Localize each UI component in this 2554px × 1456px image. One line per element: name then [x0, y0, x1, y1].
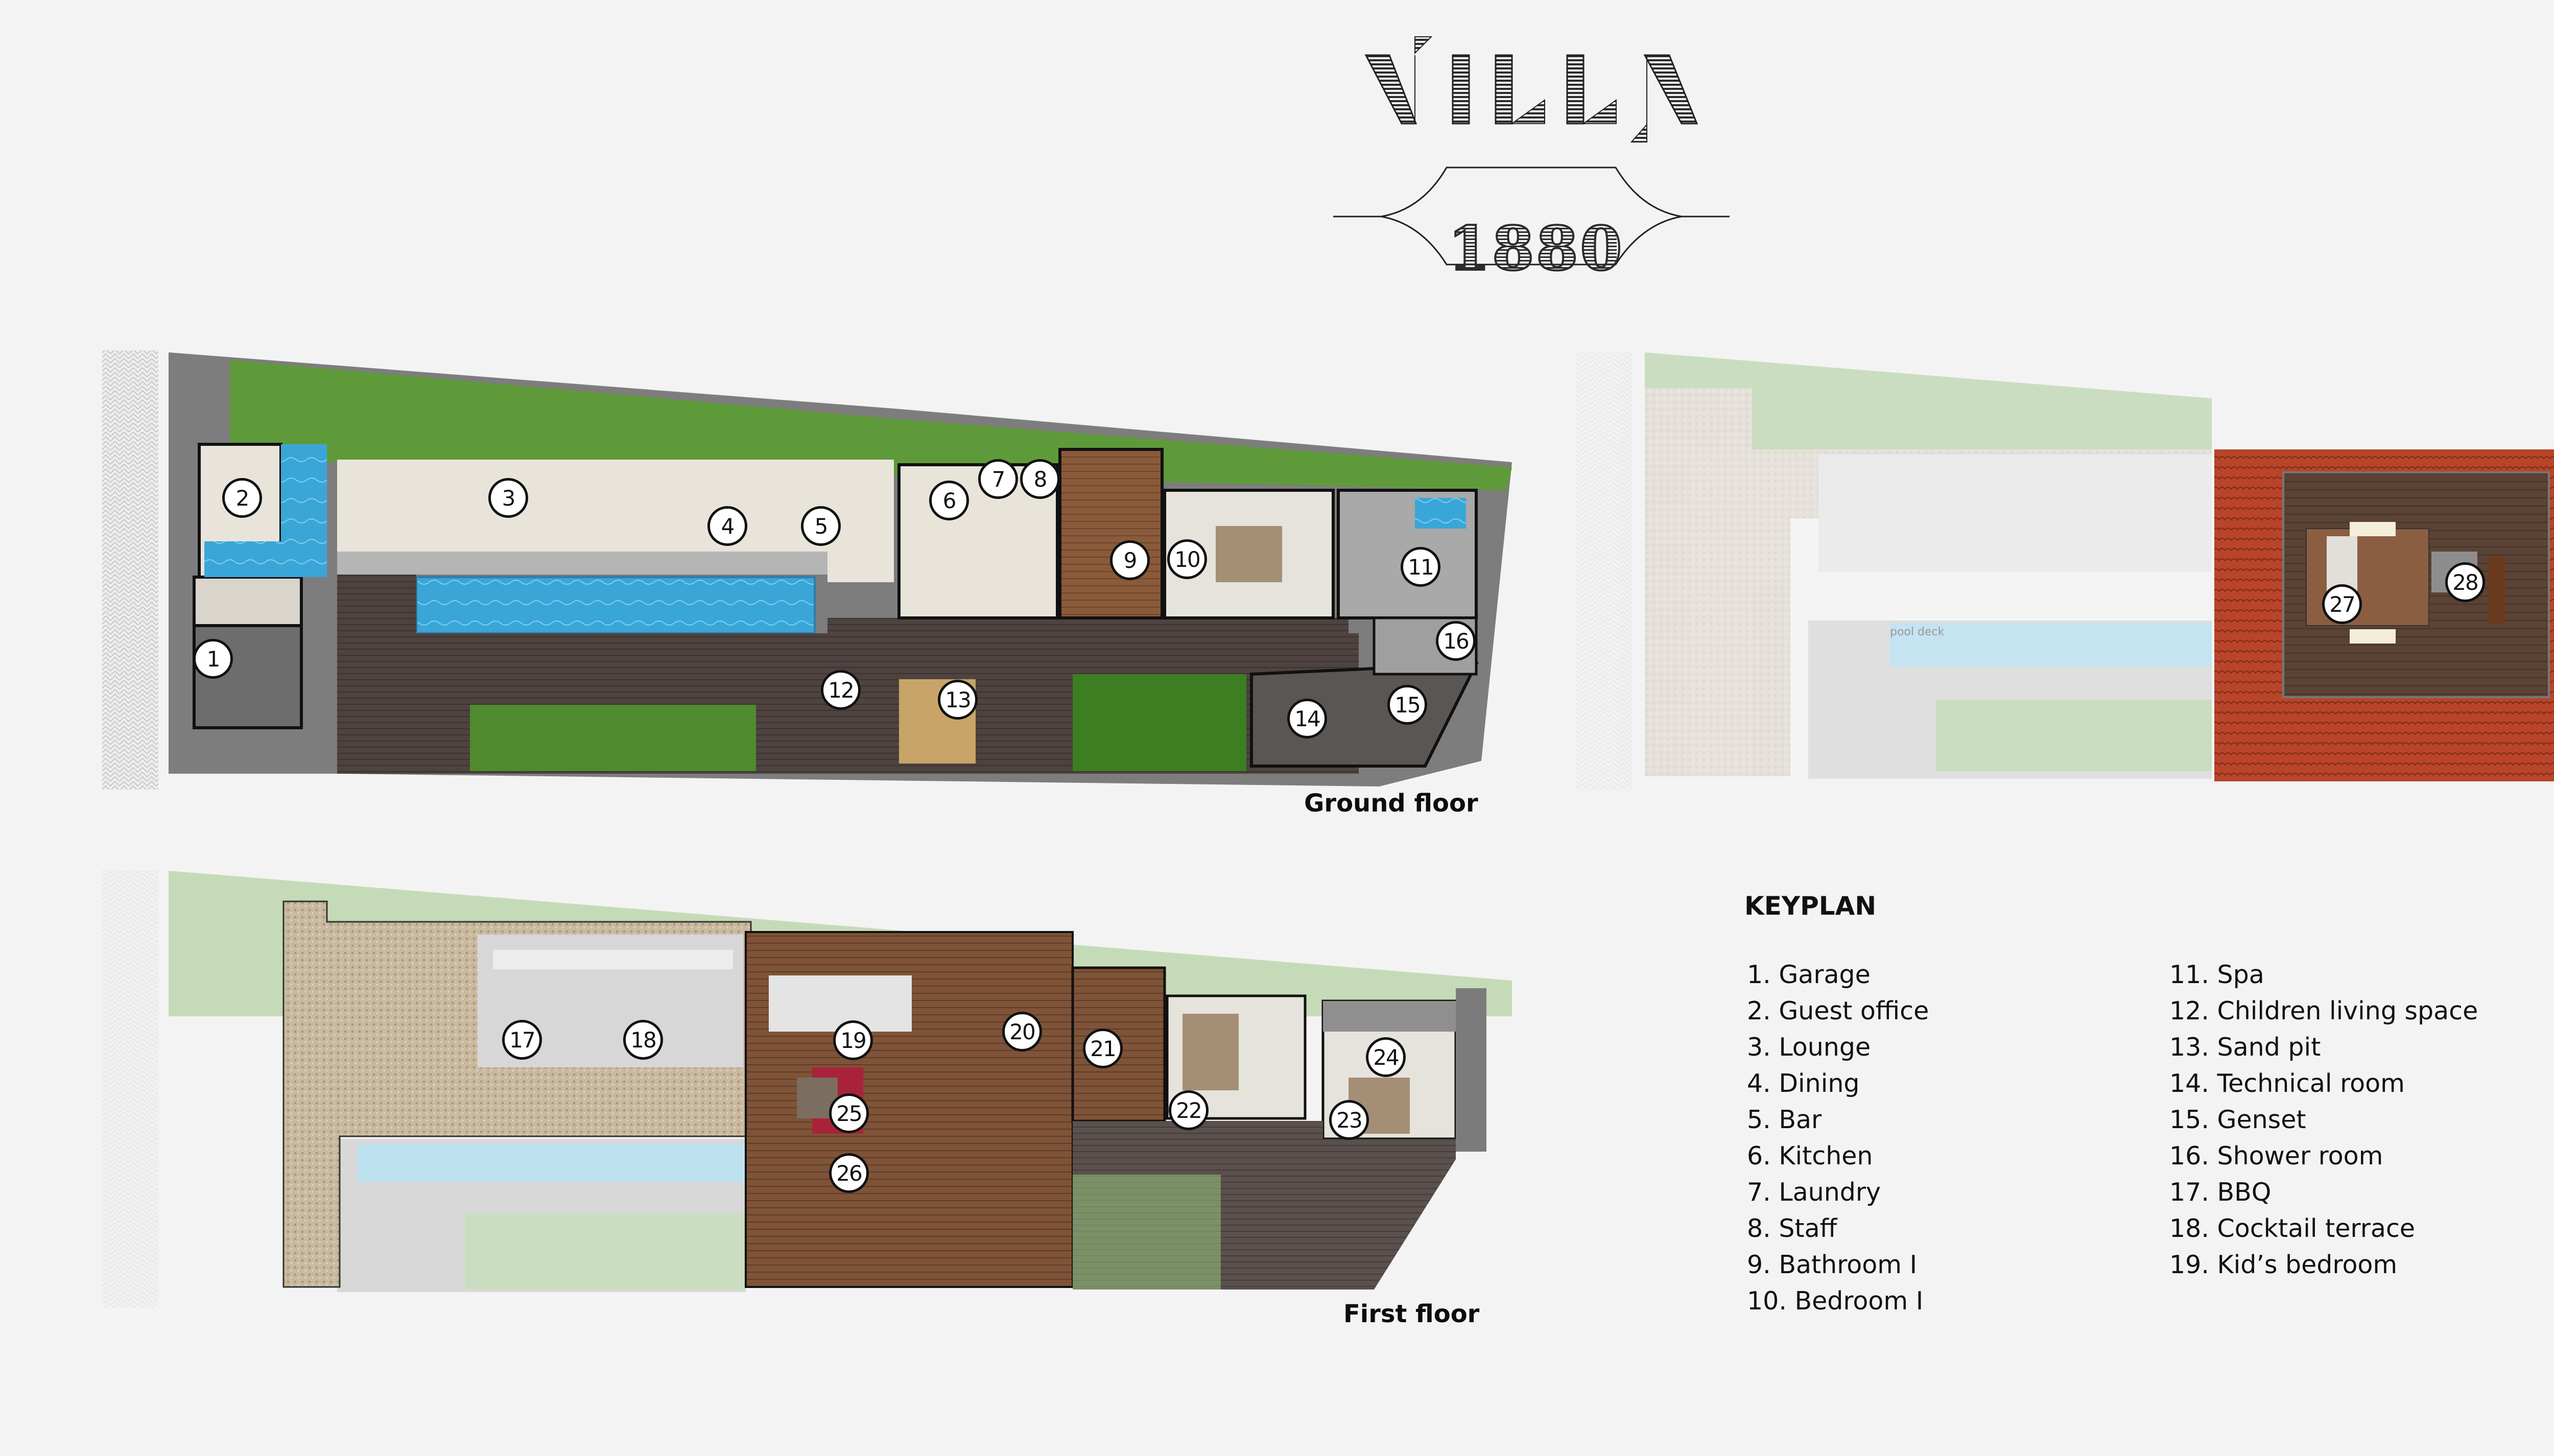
room-marker-28: 28 [2445, 562, 2485, 602]
room-marker-22: 22 [1169, 1090, 1209, 1130]
room-marker-21: 21 [1083, 1029, 1123, 1068]
villa-1880-logo: 1880 [1328, 31, 1737, 284]
room-marker-2: 2 [222, 478, 262, 518]
keyplan-item: 10. Bedroom I [1747, 1286, 1924, 1316]
room-marker-20: 20 [1002, 1012, 1042, 1052]
room-marker-8: 8 [1020, 459, 1060, 499]
ground-floor-label: Ground floor [1304, 789, 1478, 818]
keyplan-item: 2. Guest office [1747, 996, 1929, 1025]
room-marker-1: 1 [193, 639, 233, 679]
room-marker-12: 12 [821, 670, 861, 710]
keyplan-item: 5. Bar [1747, 1105, 1822, 1134]
keyplan-legend: KEYPLAN 1. Garage 2. Guest office 3. Lou… [1744, 891, 2554, 1330]
room-marker-10: 10 [1167, 539, 1207, 579]
room-marker-24: 24 [1366, 1037, 1406, 1077]
first-floor-label: First floor [1343, 1300, 1480, 1328]
room-marker-9: 9 [1110, 540, 1150, 580]
keyplan-item: 11. Spa [2169, 960, 2264, 989]
keyplan-item: 18. Cocktail terrace [2169, 1214, 2415, 1243]
keyplan-item: 13. Sand pit [2169, 1033, 2321, 1062]
room-marker-13: 13 [938, 680, 978, 720]
keyplan-column-2: 11. Spa 12. Children living space 13. Sa… [2169, 957, 2478, 1283]
keyplan-item: 19. Kid’s bedroom [2169, 1250, 2398, 1279]
first-floor-plan: First floor 17 18 19 20 21 22 23 24 25 26 [102, 871, 1512, 1328]
keyplan-item: 4. Dining [1747, 1069, 1860, 1098]
room-marker-7: 7 [978, 459, 1018, 499]
year-1880: 1880 [1447, 213, 1624, 284]
room-marker-6: 6 [929, 481, 969, 520]
keyplan-item: 12. Children living space [2169, 996, 2478, 1025]
room-marker-27: 27 [2322, 584, 2362, 624]
pool-deck-faded-label: pool deck [1890, 626, 1945, 638]
pool [415, 576, 816, 634]
room-marker-14: 14 [1287, 699, 1327, 738]
keyplan-item: 1. Garage [1747, 960, 1871, 989]
room-marker-4: 4 [707, 506, 747, 546]
keyplan-item: 14. Technical room [2169, 1069, 2405, 1098]
keyplan-column-1: 1. Garage 2. Guest office 3. Lounge 4. D… [1747, 957, 1929, 1319]
keyplan-item: 3. Lounge [1747, 1033, 1871, 1062]
keyplan-item: 6. Kitchen [1747, 1141, 1873, 1171]
room-marker-26: 26 [829, 1153, 869, 1193]
second-floor-drawing [1576, 352, 2554, 789]
room-marker-23: 23 [1329, 1100, 1369, 1140]
keyplan-title: KEYPLAN [1744, 891, 1877, 921]
room-marker-18: 18 [623, 1020, 663, 1060]
villa-wordmark-icon [1333, 36, 1730, 266]
keyplan-item: 8. Staff [1747, 1214, 1837, 1243]
first-floor-drawing [102, 871, 1512, 1307]
room-marker-3: 3 [488, 478, 528, 518]
room-marker-17: 17 [502, 1020, 542, 1060]
room-marker-16: 16 [1436, 621, 1476, 661]
room-marker-15: 15 [1387, 685, 1427, 725]
room-marker-11: 11 [1401, 547, 1440, 587]
ground-floor-drawing [102, 350, 1512, 790]
room-marker-25: 25 [829, 1093, 869, 1133]
keyplan-item: 16. Shower room [2169, 1141, 2383, 1171]
room-marker-19: 19 [833, 1020, 873, 1060]
keyplan-item: 9. Bathroom I [1747, 1250, 1918, 1279]
keyplan-item: 17. BBQ [2169, 1178, 2272, 1207]
keyplan-item: 15. Genset [2169, 1105, 2306, 1134]
street-paving [102, 350, 158, 790]
keyplan-item: 7. Laundry [1747, 1178, 1881, 1207]
room-marker-5: 5 [801, 506, 841, 546]
